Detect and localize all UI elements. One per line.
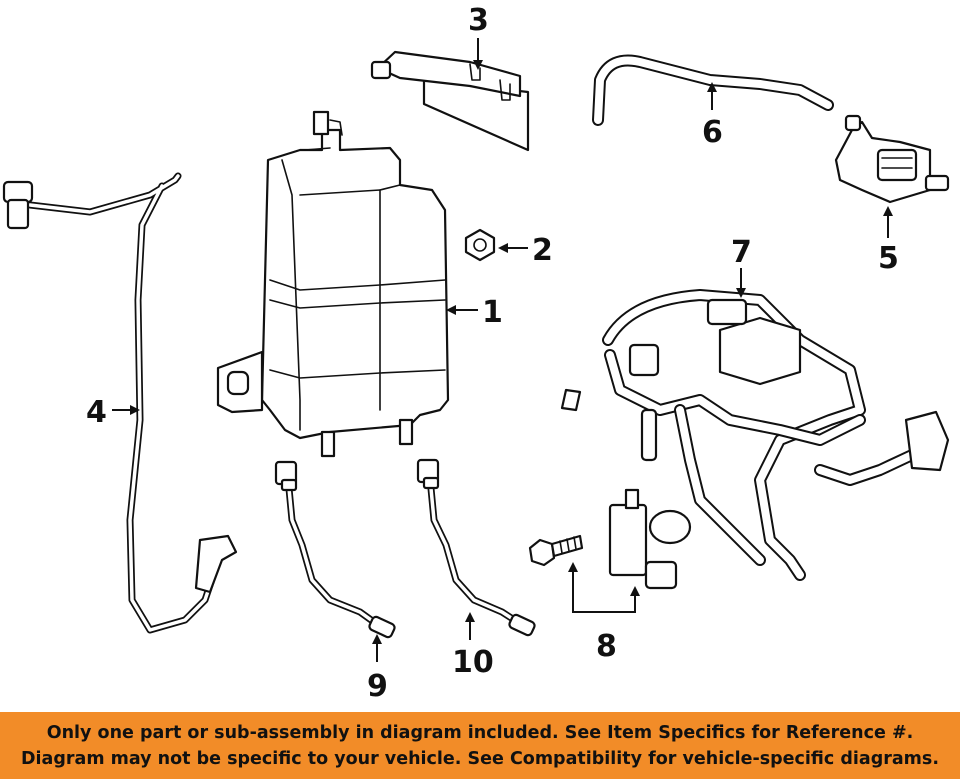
bracket-part-3 — [370, 50, 530, 152]
solenoid-part-8 — [608, 488, 692, 590]
callout-9: 9 — [367, 669, 388, 704]
callout-5: 5 — [878, 241, 899, 276]
callout-3: 3 — [468, 3, 489, 38]
parts-diagram: 1 2 3 4 5 6 7 8 9 10 — [2, 3, 950, 704]
vapor-canister-part-1 — [216, 110, 450, 458]
purge-valve-part-5 — [834, 114, 950, 204]
callout-2: 2 — [532, 233, 553, 268]
disclaimer-line-2: Diagram may not be specific to your vehi… — [21, 748, 939, 769]
bolt-part-8 — [528, 534, 584, 567]
vent-hose-part-4 — [2, 172, 238, 634]
disclaimer-line-1: Only one part or sub-assembly in diagram… — [46, 722, 914, 743]
leader-lines — [112, 38, 893, 662]
callout-6: 6 — [702, 115, 723, 150]
sensor-harness-part-9 — [274, 460, 396, 639]
callout-1: 1 — [482, 295, 503, 330]
disclaimer-banner: Only one part or sub-assembly in diagram… — [0, 712, 960, 779]
callout-4: 4 — [86, 395, 107, 430]
callout-7: 7 — [731, 235, 752, 270]
callout-10: 10 — [452, 645, 494, 680]
sensor-harness-part-10 — [416, 458, 536, 637]
callout-8: 8 — [596, 629, 617, 664]
hose-harness-part-7 — [560, 289, 950, 581]
nut-part-2 — [464, 228, 496, 262]
hose-part-6 — [592, 54, 834, 126]
